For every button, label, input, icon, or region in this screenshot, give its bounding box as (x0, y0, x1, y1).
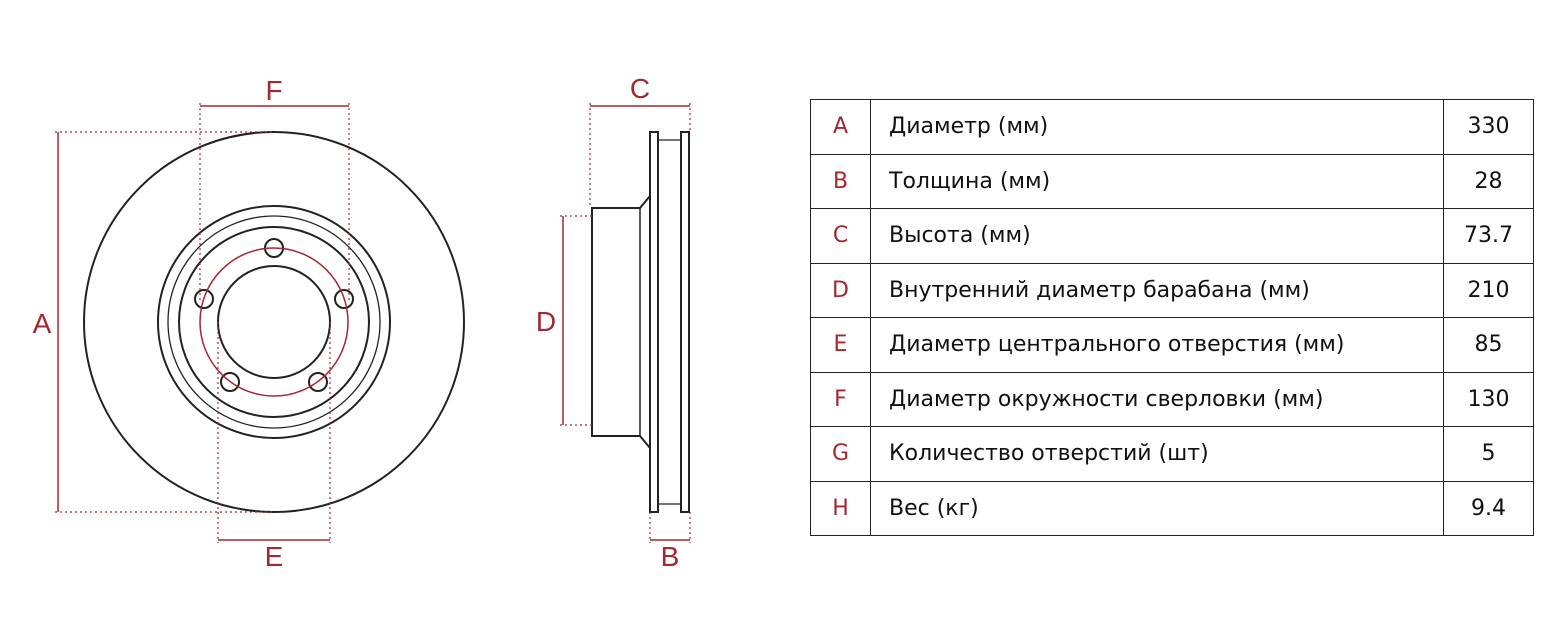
row-code: C (810, 208, 871, 264)
dim-label-a: A (33, 308, 52, 339)
dim-label-c: C (630, 73, 650, 104)
table-row: H Вес (кг) 9.4 (810, 480, 1534, 536)
specs-table: A Диаметр (мм) 330 B Толщина (мм) 28 C В… (810, 99, 1534, 536)
table-row: E Диаметр центрального отверстия (мм) 85 (810, 317, 1534, 373)
hat-inner-circle (178, 226, 370, 418)
row-name: Диаметр (мм) (870, 99, 1444, 155)
table-row: G Количество отверстий (шт) 5 (810, 426, 1534, 482)
row-name: Высота (мм) (870, 208, 1444, 264)
row-code: D (810, 262, 871, 318)
bolt-hole (334, 289, 354, 309)
row-name: Количество отверстий (шт) (870, 426, 1444, 482)
front-dimensions (55, 103, 350, 543)
row-code: G (810, 426, 871, 482)
hat-step-circle (167, 215, 381, 429)
table-row: C Высота (мм) 73.7 (810, 208, 1534, 264)
bolt-hole (308, 372, 328, 392)
row-value: 85 (1443, 317, 1534, 373)
inner-friction-plate (680, 131, 690, 513)
bolt-hole (194, 289, 214, 309)
row-code: H (810, 480, 871, 536)
bolt-circle (199, 247, 349, 397)
bolt-hole (220, 372, 240, 392)
row-name: Внутренний диаметр барабана (мм) (870, 262, 1444, 318)
row-value: 28 (1443, 153, 1534, 209)
row-value: 210 (1443, 262, 1534, 318)
table-row: A Диаметр (мм) 330 (810, 99, 1534, 155)
dim-label-f: F (265, 75, 282, 106)
row-value: 330 (1443, 99, 1534, 155)
dim-label-b: B (661, 541, 680, 572)
row-name: Диаметр окружности сверловки (мм) (870, 371, 1444, 427)
center-bore-circle (217, 265, 331, 379)
row-code: B (810, 153, 871, 209)
hat-outer-circle (157, 205, 391, 439)
row-name: Толщина (мм) (870, 153, 1444, 209)
row-code: E (810, 317, 871, 373)
brake-disc-drawing: F A E C D B (33, 73, 691, 572)
disc-outer-circle (83, 131, 465, 513)
side-view (591, 131, 690, 513)
outer-friction-plate (649, 131, 659, 513)
table-row: B Толщина (мм) 28 (810, 153, 1534, 209)
dim-label-e: E (265, 541, 284, 572)
front-view (83, 131, 465, 513)
row-name: Вес (кг) (870, 480, 1444, 536)
row-value: 5 (1443, 426, 1534, 482)
table-row: D Внутренний диаметр барабана (мм) 210 (810, 262, 1534, 318)
hat-profile (591, 195, 651, 449)
row-value: 73.7 (1443, 208, 1534, 264)
row-value: 9.4 (1443, 480, 1534, 536)
dim-label-d: D (536, 306, 556, 337)
side-dimensions (560, 103, 691, 543)
row-code: F (810, 371, 871, 427)
row-name: Диаметр центрального отверстия (мм) (870, 317, 1444, 373)
table-row: F Диаметр окружности сверловки (мм) 130 (810, 371, 1534, 427)
row-value: 130 (1443, 371, 1534, 427)
row-code: A (810, 99, 871, 155)
